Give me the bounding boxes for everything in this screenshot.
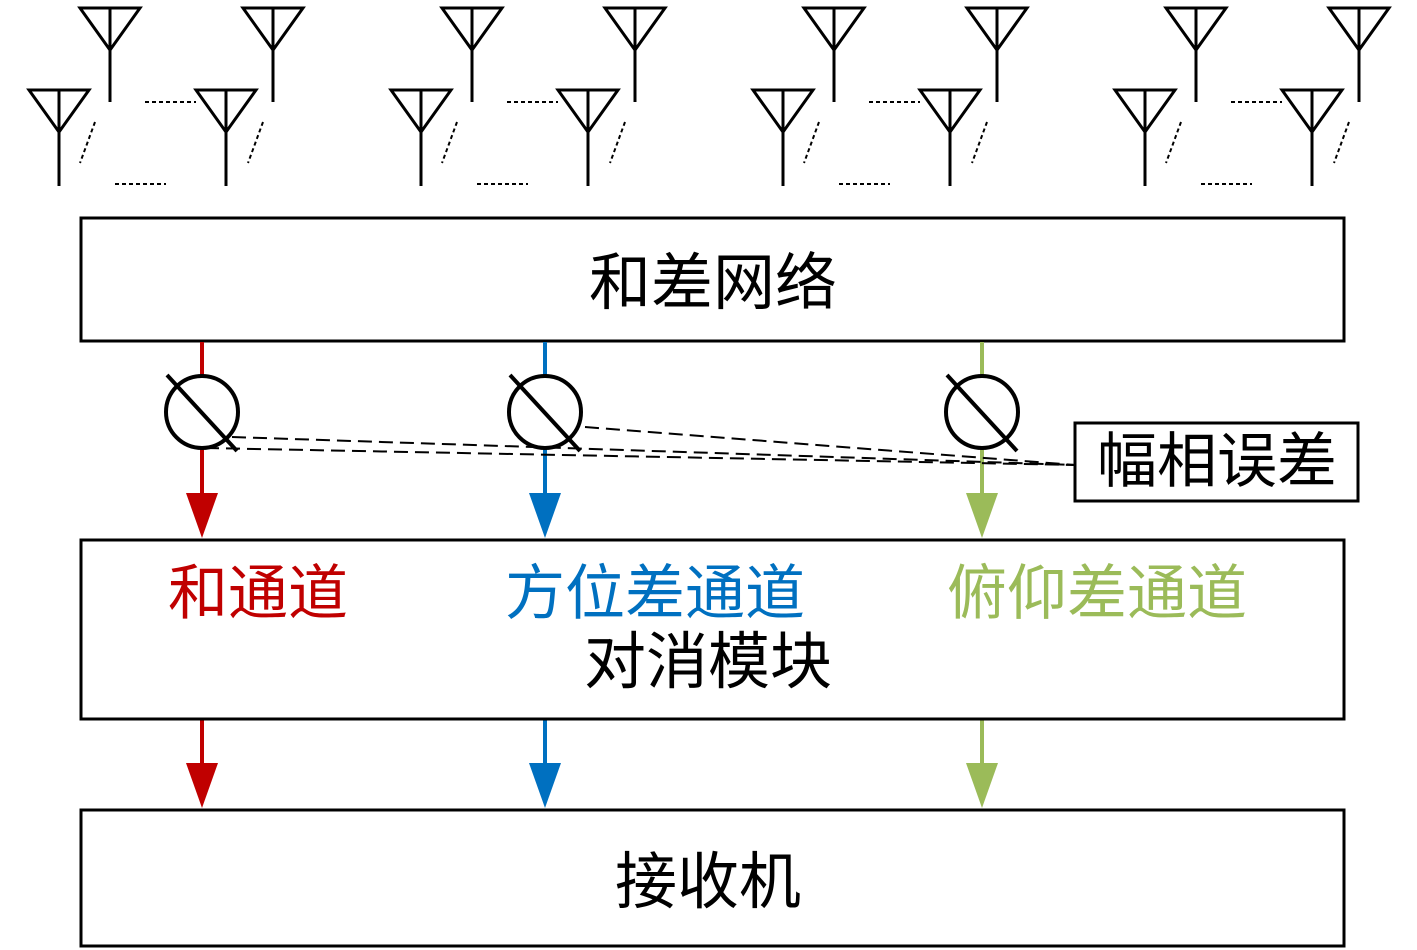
antenna-group — [1112, 6, 1392, 186]
receiver-box — [79, 808, 1346, 948]
antenna-ellipsis — [441, 101, 626, 185]
antenna-icon — [1112, 88, 1178, 186]
channel-label-sum: 和通道 — [168, 559, 348, 629]
antenna-icon — [602, 6, 668, 102]
antenna-ellipsis — [1165, 101, 1350, 185]
antenna-icon — [801, 6, 867, 102]
antenna-array — [26, 6, 1392, 186]
arrow-down-icon — [966, 763, 998, 808]
antenna-icon — [1326, 6, 1392, 102]
error-label: 幅相误差 — [1097, 427, 1337, 497]
antenna-icon — [1163, 6, 1229, 102]
antenna-icon — [193, 88, 259, 186]
antenna-icon — [26, 88, 92, 186]
channel-path-elevation — [944, 342, 1020, 808]
antenna-icon — [388, 88, 454, 186]
error-label-box — [1073, 421, 1360, 503]
antenna-icon — [77, 6, 143, 102]
channel-paths — [164, 342, 1020, 808]
antenna-icon — [964, 6, 1030, 102]
channel-label-azimuth: 方位差通道 — [505, 559, 805, 629]
arrow-down-icon — [186, 493, 218, 538]
cancellation-module-box — [79, 538, 1346, 721]
antenna-icon — [555, 88, 621, 186]
antenna-icon — [240, 6, 306, 102]
arrow-down-icon — [966, 493, 998, 538]
arrow-down-icon — [186, 763, 218, 808]
arrow-down-icon — [529, 763, 561, 808]
channel-path-sum — [164, 342, 240, 808]
antenna-group — [388, 6, 668, 186]
antenna-icon — [750, 88, 816, 186]
channel-label-elevation: 俯仰差通道 — [947, 559, 1247, 629]
error-leader-line — [584, 426, 1076, 466]
cancellation-module-label: 对消模块 — [584, 625, 832, 698]
sum-diff-network-box — [79, 216, 1346, 343]
channel-path-azimuth — [507, 342, 583, 808]
error-leader-line — [231, 436, 1076, 466]
sum-diff-network-label: 和差网络 — [589, 246, 837, 319]
antenna-group — [26, 6, 306, 186]
antenna-ellipsis — [79, 101, 264, 185]
antenna-group — [750, 6, 1030, 186]
phase-shifter-icon — [944, 373, 1020, 453]
antenna-ellipsis — [803, 101, 988, 185]
arrow-down-icon — [529, 493, 561, 538]
antenna-icon — [1279, 88, 1345, 186]
phase-shifter-icon — [164, 373, 240, 453]
phase-shifter-icon — [507, 373, 583, 453]
error-leader-lines — [204, 426, 1076, 466]
receiver-label: 接收机 — [615, 845, 801, 918]
antenna-icon — [917, 88, 983, 186]
error-leader-line — [204, 447, 1076, 466]
antenna-icon — [439, 6, 505, 102]
